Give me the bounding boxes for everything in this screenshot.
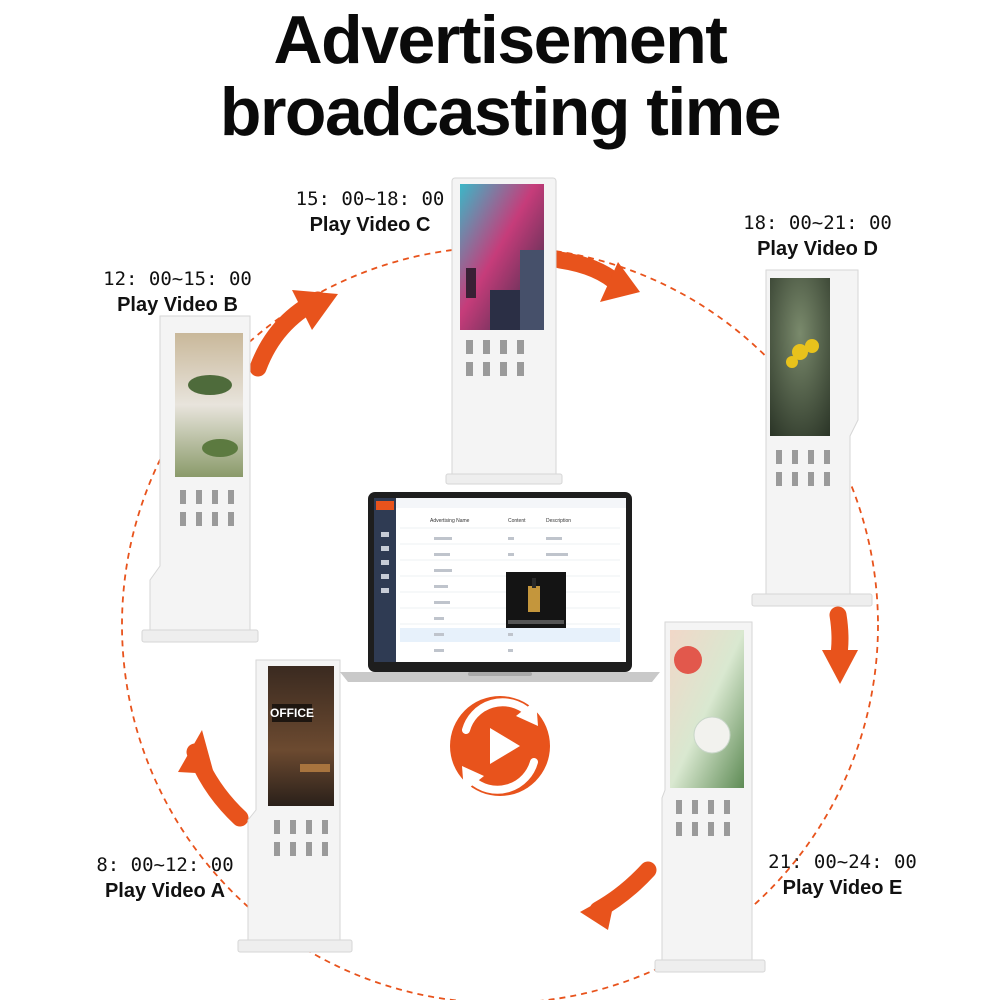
video-name-d: Play Video D — [757, 238, 878, 260]
kiosk-c — [445, 177, 563, 485]
schedule-label-b: 12: 00~15: 00 Play Video B — [90, 266, 265, 318]
schedule-label-e: 21: 00~24: 00 Play Video E — [755, 849, 930, 901]
time-range-e: 21: 00~24: 00 — [768, 851, 917, 873]
time-range-c: 15: 00~18: 00 — [295, 188, 445, 210]
video-name-b: Play Video B — [117, 294, 238, 316]
time-range-d: 18: 00~21: 00 — [743, 212, 892, 234]
admin-sidebar — [374, 498, 396, 662]
table-header-description: Description — [546, 518, 571, 524]
laptop: Advertising Name Content Description — [340, 492, 660, 682]
title-line-2: broadcasting time — [219, 74, 782, 150]
video-name-a: Play Video A — [104, 880, 226, 902]
time-range-b: 12: 00~15: 00 — [103, 268, 252, 290]
kiosk-a: OFFICE — [237, 659, 353, 953]
page-title: Advertisement broadcasting time — [0, 4, 1000, 148]
cycle-arrowheads — [178, 262, 858, 930]
table-header-content: Content — [508, 518, 526, 524]
time-range-a: 8: 00~12: 00 — [96, 854, 234, 876]
cycle-path — [121, 246, 879, 1000]
schedule-label-a: 8: 00~12: 00 Play Video A — [80, 852, 250, 904]
video-name-e: Play Video E — [782, 877, 903, 899]
kiosk-e — [654, 621, 766, 973]
table-header-name: Advertising Name — [430, 518, 470, 524]
kiosk-b — [141, 315, 259, 643]
title-line-1: Advertisement — [273, 2, 728, 78]
video-name-c: Play Video C — [309, 214, 431, 236]
office-sign: OFFICE — [270, 706, 314, 720]
schedule-label-d: 18: 00~21: 00 Play Video D — [730, 210, 905, 262]
kiosk-d — [751, 269, 873, 607]
schedule-label-c: 15: 00~18: 00 Play Video C — [285, 186, 455, 238]
refresh-play-icon — [450, 696, 550, 796]
